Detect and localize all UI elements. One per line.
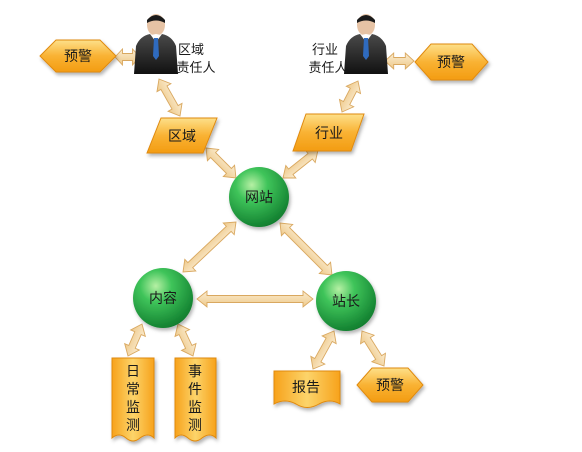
event-monitor-char-2: 件	[188, 382, 202, 398]
region-label: 区域	[168, 129, 196, 145]
daily-monitor-char-4: 测	[126, 418, 140, 434]
arrow-content-to-webmaster	[196, 290, 314, 308]
arrow-webmaster-to-alert-bottom	[359, 330, 387, 367]
alert-right-label: 预警	[437, 55, 465, 71]
daily-monitor-node[interactable]	[111, 357, 155, 442]
event-monitor-node[interactable]	[174, 357, 217, 442]
connector-arrows	[114, 47, 415, 370]
region-manager-label-line2: 责任人	[176, 61, 215, 76]
arrow-region-manager-to-region	[156, 78, 183, 117]
alert-left-node[interactable]	[39, 39, 117, 73]
region-node[interactable]	[146, 117, 218, 154]
daily-monitor-char-2: 常	[126, 382, 140, 398]
arrow-industry-manager-to-industry	[338, 80, 362, 113]
website-label: 网站	[245, 190, 273, 206]
webmaster-node[interactable]	[316, 271, 376, 331]
arrow-webmaster-to-report	[310, 330, 337, 370]
alert-bottom-label: 预警	[376, 378, 404, 394]
alert-right-node[interactable]	[414, 43, 489, 81]
daily-monitor-char-3: 监	[126, 400, 140, 416]
arrow-region-to-website	[205, 147, 237, 179]
region-manager-avatar	[134, 14, 178, 74]
website-node[interactable]	[229, 167, 289, 227]
alert-bottom-node[interactable]	[356, 367, 424, 403]
arrow-website-to-content	[182, 221, 237, 273]
arrow-industry-to-website	[282, 149, 319, 179]
daily-monitor-char-1: 日	[126, 364, 140, 380]
event-monitor-char-3: 监	[188, 400, 202, 416]
industry-manager-avatar	[344, 14, 388, 74]
region-manager-label-line1: 区域	[178, 43, 204, 58]
alert-left-label: 预警	[64, 49, 92, 65]
arrow-content-to-event-monitor	[174, 323, 197, 357]
industry-manager-label-line2: 责任人	[308, 61, 347, 76]
arrow-content-to-daily-monitor	[124, 323, 146, 357]
arrow-website-to-webmaster	[279, 222, 333, 276]
event-monitor-char-1: 事	[188, 364, 202, 380]
content-label: 内容	[149, 290, 177, 307]
webmaster-label: 站长	[332, 294, 360, 310]
report-label: 报告	[292, 380, 320, 396]
report-node[interactable]	[273, 370, 341, 408]
arrow-industry-manager-to-alert-right	[384, 51, 415, 71]
industry-label: 行业	[315, 126, 343, 142]
event-monitor-char-4: 测	[188, 418, 202, 434]
industry-node[interactable]	[292, 113, 365, 152]
content-node[interactable]	[133, 268, 193, 328]
industry-manager-label-line1: 行业	[312, 43, 338, 58]
